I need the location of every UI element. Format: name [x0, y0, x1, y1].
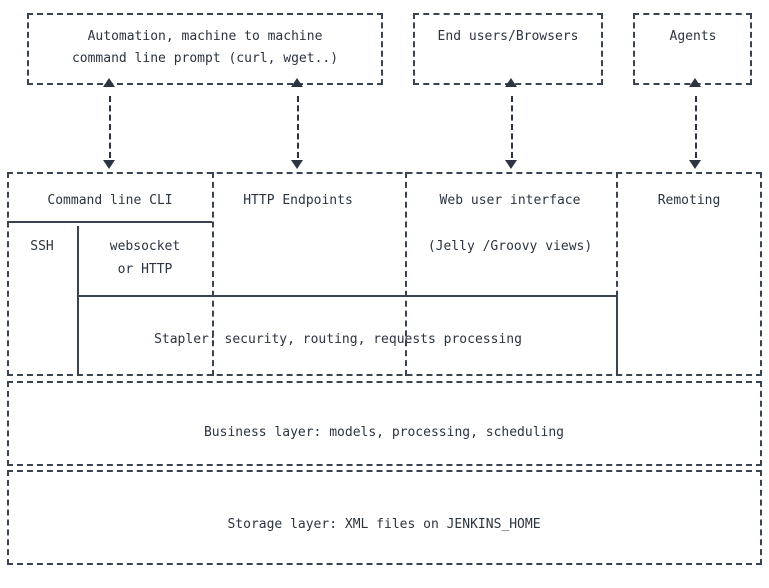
divider-cli-http	[212, 172, 214, 376]
divider-http-webui	[405, 172, 407, 376]
actor-agents-line1: Agents	[669, 29, 717, 44]
actor-automation-line1: Automation, machine to machine	[87, 29, 323, 44]
arrowhead-up-automation-cli	[103, 78, 115, 87]
connector-endusers-to-webui	[511, 96, 513, 158]
storage-layer-box	[7, 470, 762, 565]
actor-end-users-line1: End users/Browsers	[437, 29, 579, 44]
arrowhead-down-endusers-webui	[505, 160, 517, 169]
cli-transport-websocket-line2: or HTTP	[117, 262, 173, 277]
stapler-right-edge	[616, 295, 618, 376]
arrowhead-down-automation-http	[291, 160, 303, 169]
connector-agents-to-remoting	[695, 96, 697, 158]
storage-layer-label: Storage layer: XML files on JENKINS_HOME	[227, 517, 541, 532]
interface-col-remoting-label: Remoting	[657, 193, 721, 208]
interface-col-webui-label: Web user interface	[439, 193, 581, 208]
interface-col-cli-label: Command line CLI	[47, 193, 173, 208]
business-layer-label: Business layer: models, processing, sche…	[203, 425, 565, 440]
interface-col-webui-sub: (Jelly /Groovy views)	[427, 239, 593, 254]
arrowhead-up-automation-http	[291, 78, 303, 87]
divider-cli-title-rule	[7, 221, 212, 223]
actor-box-automation	[27, 13, 383, 85]
arrowhead-up-agents-remoting	[689, 78, 701, 87]
interface-layer-band	[7, 172, 762, 376]
cli-transport-ssh-label: SSH	[30, 239, 54, 254]
actor-automation-line2: command line prompt (curl, wget..)	[71, 51, 339, 66]
arrowhead-down-agents-remoting	[689, 160, 701, 169]
arrowhead-down-automation-cli	[103, 160, 115, 169]
connector-automation-to-cli	[109, 96, 111, 158]
arrowhead-up-endusers-webui	[505, 78, 517, 87]
business-layer-box	[7, 381, 762, 466]
divider-webui-remoting	[616, 172, 618, 376]
stapler-label: Stapler: security, routing, requests pro…	[154, 332, 522, 347]
stapler-top-rule	[77, 295, 616, 297]
connector-automation-to-http	[297, 96, 299, 158]
interface-col-http-label: HTTP Endpoints	[243, 193, 353, 208]
divider-ssh-websocket	[77, 226, 79, 376]
cli-transport-websocket-line1: websocket	[109, 239, 181, 254]
actor-box-end-users	[413, 13, 603, 85]
actor-box-agents	[633, 13, 752, 85]
